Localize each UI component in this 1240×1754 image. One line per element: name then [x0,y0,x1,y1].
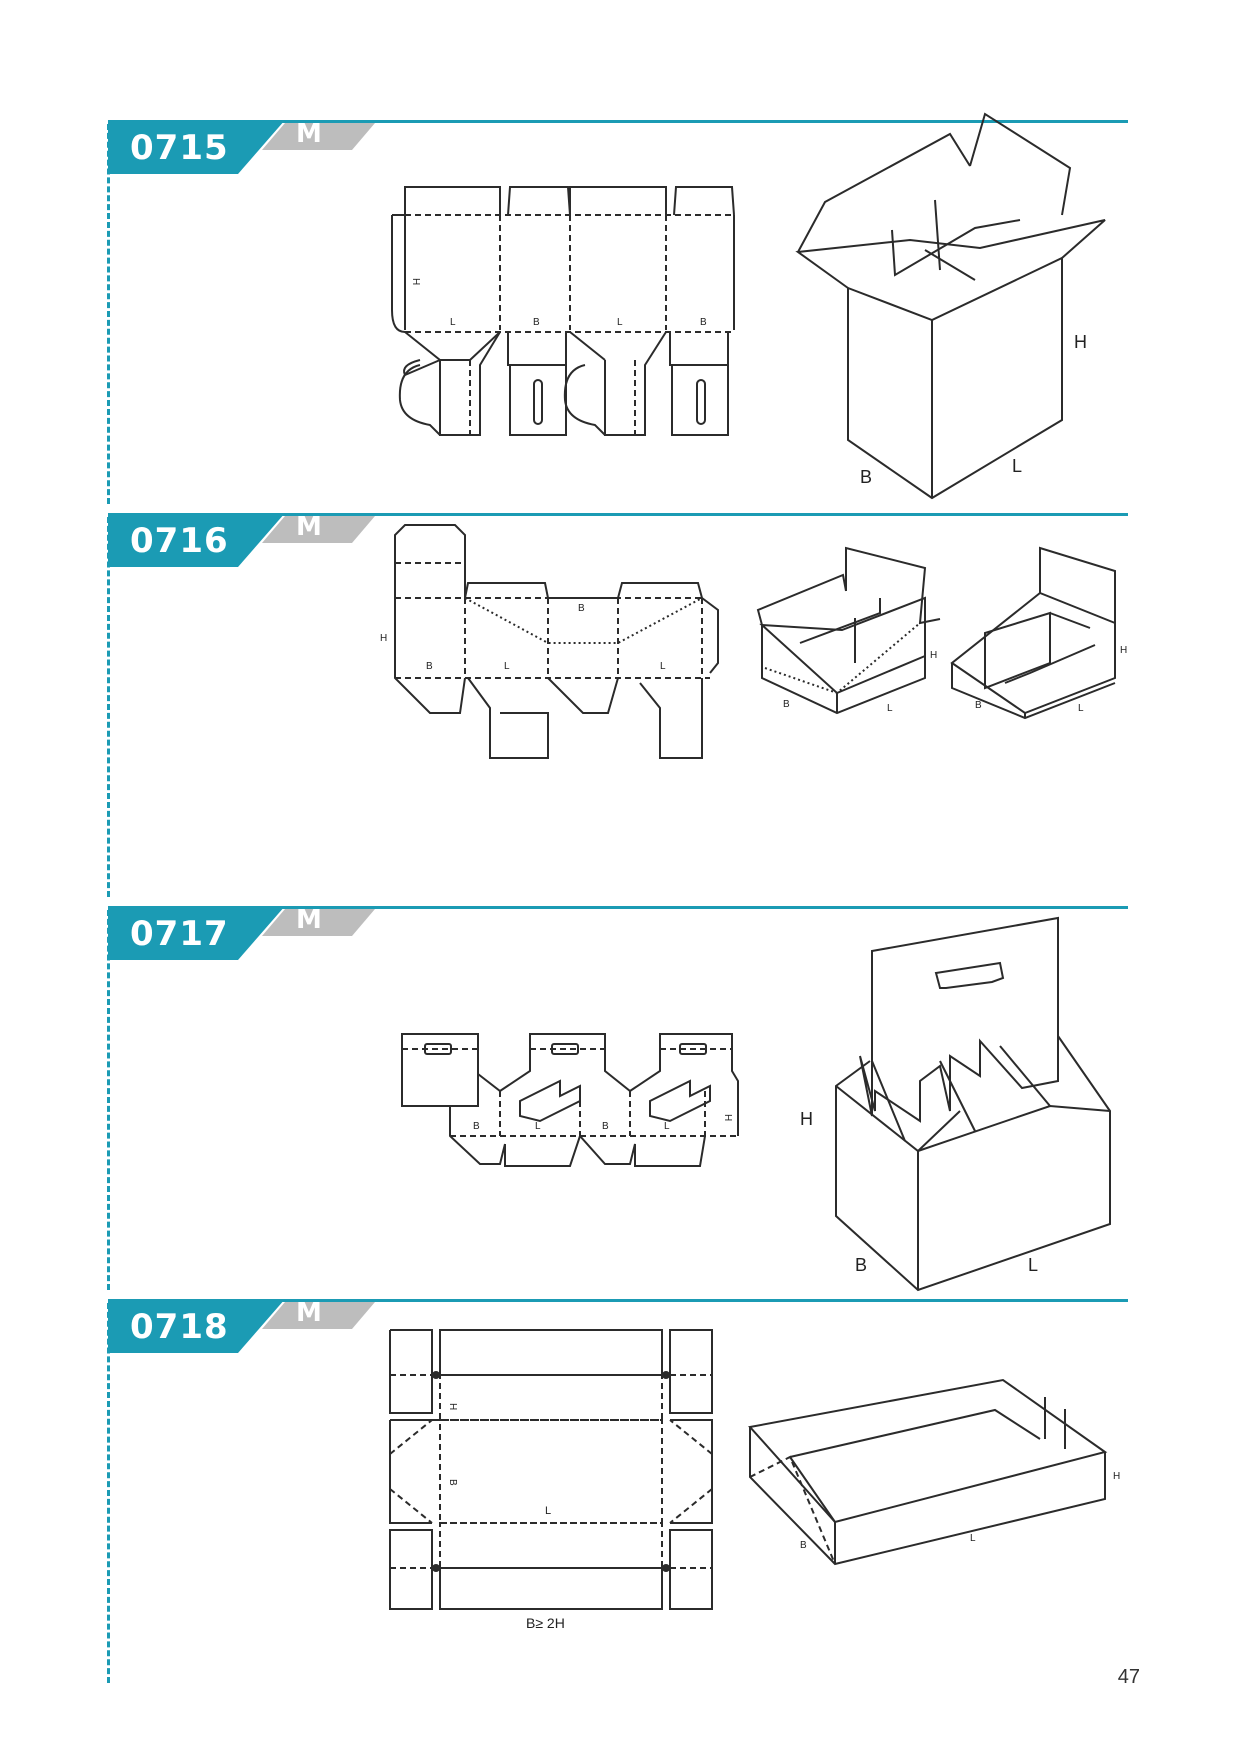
page-number: 47 [1117,1666,1140,1688]
die-label-h: H [722,1114,733,1121]
box-label-l: L [970,1533,976,1544]
die-label-b: B [533,317,540,328]
section-side-dashed-line [107,1303,110,1683]
material-badge: M [296,512,322,542]
die-label-b: B [602,1121,609,1132]
die-label-l: L [545,1505,551,1517]
die-label-b: B [447,1479,458,1486]
section-divider [108,120,1128,123]
style-code: 0715 [130,128,229,168]
section-0717: 0717 M B L B L H H B L [0,905,1240,1300]
section-side-dashed-line [107,910,110,1290]
section-0715: 0715 M H L B L B [0,112,1240,514]
code-tab [108,1299,375,1353]
box-illustration: H B L [748,1378,1120,1566]
die-label-l: L [664,1121,670,1132]
box-label-h: H [930,650,937,661]
box-label-h: H [1120,645,1127,656]
code-tab [108,513,375,567]
section-0716: 0716 M H B B L L H B L H [0,512,1240,907]
style-code: 0716 [130,521,229,561]
box-label-b: B [855,1255,867,1275]
section-side-dashed-line [107,124,110,504]
box-illustration-display: H B L [950,546,1127,720]
box-label-b: B [860,467,872,487]
die-label-l: L [535,1121,541,1132]
box-label-h: H [800,1109,813,1129]
code-tab [108,906,375,960]
box-label-l: L [1078,703,1084,714]
style-code: 0717 [130,914,229,954]
box-label-l: L [1028,1255,1038,1275]
box-label-h: H [1074,332,1087,352]
die-label-h: H [380,633,387,644]
section-divider [108,906,1128,909]
section-divider [108,1299,1128,1302]
box-label-b: B [800,1540,807,1551]
die-cut-drawing: B L B L H [401,1033,739,1167]
die-label-b: B [473,1121,480,1132]
box-illustration: H B L [800,916,1111,1292]
box-label-b: B [975,700,982,711]
material-badge: M [296,119,322,149]
box-illustration: H B L [795,112,1106,500]
code-tab [108,120,375,174]
die-cut-drawigng: H B B L L [380,524,719,759]
die-label-l: L [617,317,623,328]
die-label-h: H [410,278,421,285]
style-code: 0718 [130,1307,229,1347]
die-label-b: B [426,661,433,672]
box-illustration-open: H B L [756,546,941,715]
die-label-l: L [504,661,510,672]
section-0718: 0718 M H B L B≥ 2H [0,1298,1240,1693]
die-label-l: L [450,317,456,328]
box-label-l: L [887,703,893,714]
box-label-h: H [1113,1471,1120,1482]
die-cut-drawing: H B L B≥ 2H [389,1329,713,1631]
box-label-l: L [1012,456,1022,476]
material-badge: M [296,905,322,935]
dimension-formula: B≥ 2H [526,1615,565,1631]
section-side-dashed-line [107,517,110,897]
section-divider [108,513,1128,516]
die-cut-drawing: H L B L B [391,186,735,436]
die-label-l: L [660,661,666,672]
material-badge: M [296,1298,322,1328]
box-label-b: B [783,699,790,710]
die-label-b: B [578,603,585,614]
die-label-h: H [447,1403,458,1410]
die-label-b: B [700,317,707,328]
